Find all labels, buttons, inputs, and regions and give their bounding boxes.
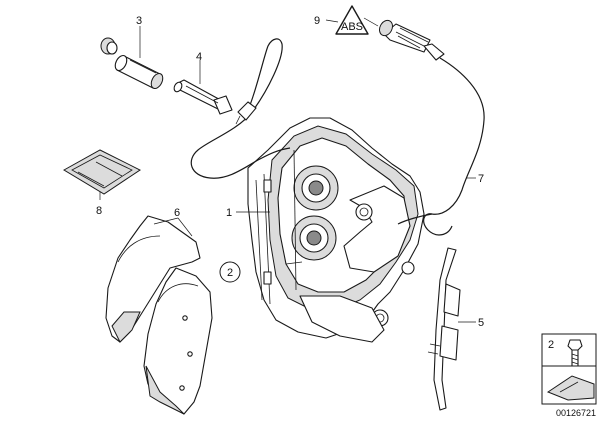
brake-caliper (247, 117, 425, 343)
callout-1: 1 (226, 207, 232, 219)
warning-triangle-icon: ABS (335, 5, 369, 35)
legend-part-number: 2 (548, 339, 554, 351)
callouts: 3 4 8 6 1 2 9 7 5 (96, 15, 484, 329)
callout-2: 2 (227, 267, 233, 279)
callout-2-circle (219, 261, 241, 283)
callout-5: 5 (478, 317, 484, 329)
callout-9: 9 (314, 15, 320, 27)
callout-7: 7 (478, 173, 484, 185)
legend-box: 2 (541, 333, 597, 405)
brake-pads (105, 215, 213, 415)
callout-3: 3 (136, 15, 142, 27)
guide-sleeve (100, 37, 164, 89)
document-number: 00126721 (556, 408, 596, 418)
retaining-spring (427, 247, 461, 411)
callout-8: 8 (96, 205, 102, 217)
pad-wear-sensor-front (190, 38, 291, 179)
warning-symbol-label: ABS (341, 21, 363, 33)
pad-wear-sensor-rear (379, 19, 485, 236)
callout-6: 6 (174, 207, 180, 219)
callout-4: 4 (196, 51, 202, 63)
bolt-icon (567, 339, 583, 367)
leader-lines (99, 17, 476, 323)
guide-bolt (173, 79, 233, 115)
grease-packet (63, 149, 141, 195)
